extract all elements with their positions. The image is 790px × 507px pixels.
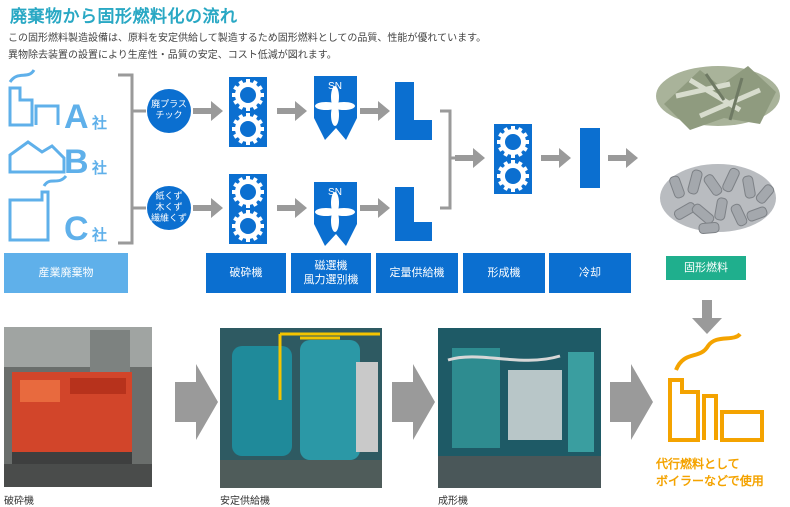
crusher-top-icon [229, 77, 267, 147]
separator-bottom-mark: SN [328, 187, 342, 198]
arrow-right-icon [277, 198, 307, 218]
stage-feeder: 定量供給機 [376, 253, 458, 293]
arrow-right-icon [455, 148, 485, 168]
separator-top-icon [314, 76, 357, 140]
former-photo-caption: 成形機 [438, 496, 468, 507]
page-title: 廃棄物から固形燃料化の流れ [10, 7, 238, 27]
arrow-right-icon [360, 198, 390, 218]
stage-separator: 磁選機風力選別機 [291, 253, 371, 293]
former-photo [438, 328, 601, 488]
company-b-suffix: 社 [91, 159, 107, 177]
plastic-waste-image [656, 66, 780, 130]
arrow-down-icon [692, 300, 722, 334]
feeder-bottom-icon [395, 187, 432, 241]
former-icon [494, 124, 532, 194]
feeder-top-icon [395, 82, 432, 140]
plastic-input-bubble: 廃プラスチック [147, 89, 191, 133]
separator-top-mark: SN [328, 81, 342, 92]
arrow-right-icon [277, 101, 307, 121]
company-b-letter: B [64, 143, 89, 181]
feeder-photo [220, 328, 382, 488]
arrow-right-icon [541, 148, 571, 168]
company-a-suffix: 社 [91, 114, 107, 132]
company-a-factory-icon [8, 69, 60, 127]
feeder-photo-caption: 安定供給機 [220, 496, 270, 507]
intro-line-1: この固形燃料製造設備は、原料を安定供給して製造するため固形燃料としての品質、性能… [8, 33, 487, 44]
arrow-right-icon [360, 101, 390, 121]
flow-diagram: A 社 B 社 C 社 SN [8, 66, 780, 248]
crusher-photo [4, 327, 152, 487]
company-c-factory-icon [8, 174, 68, 242]
stage-industrial-waste: 産業廃棄物 [4, 253, 128, 293]
stage-crusher: 破砕機 [206, 253, 286, 293]
equipment-photos [4, 300, 764, 488]
crusher-bottom-icon [229, 174, 267, 244]
stage-solid-fuel: 固形燃料 [666, 256, 746, 280]
stage-cooling: 冷却 [549, 253, 631, 293]
company-c-letter: C [64, 210, 89, 248]
crusher-photo-caption: 破砕機 [4, 496, 34, 507]
bracket-branches [132, 109, 146, 210]
company-a-letter: A [64, 98, 89, 136]
cooler-icon [580, 128, 600, 188]
intro-line-2: 異物除去装置の設置により生産性・品質の安定、コスト低減が図れます。 [8, 50, 337, 61]
arrow-right-icon [193, 101, 223, 121]
company-b-house-icon [8, 140, 66, 174]
arrow-right-icon [193, 198, 223, 218]
fuel-pellets-image [660, 164, 776, 235]
company-bracket [118, 73, 134, 245]
arrow-right-icon [392, 364, 435, 440]
final-usage-caption: 代行燃料として ボイラーなどで使用 [656, 457, 764, 488]
stage-former: 形成機 [463, 253, 545, 293]
company-c-suffix: 社 [91, 226, 107, 244]
boiler-factory-icon [668, 332, 764, 442]
arrow-right-icon [610, 364, 653, 440]
arrow-right-icon [175, 364, 218, 440]
merge-bracket [440, 109, 457, 210]
separator-bottom-icon [314, 182, 357, 246]
arrow-right-icon [608, 148, 638, 168]
paper-input-bubble: 紙くず木くず繊維くず [147, 186, 191, 230]
